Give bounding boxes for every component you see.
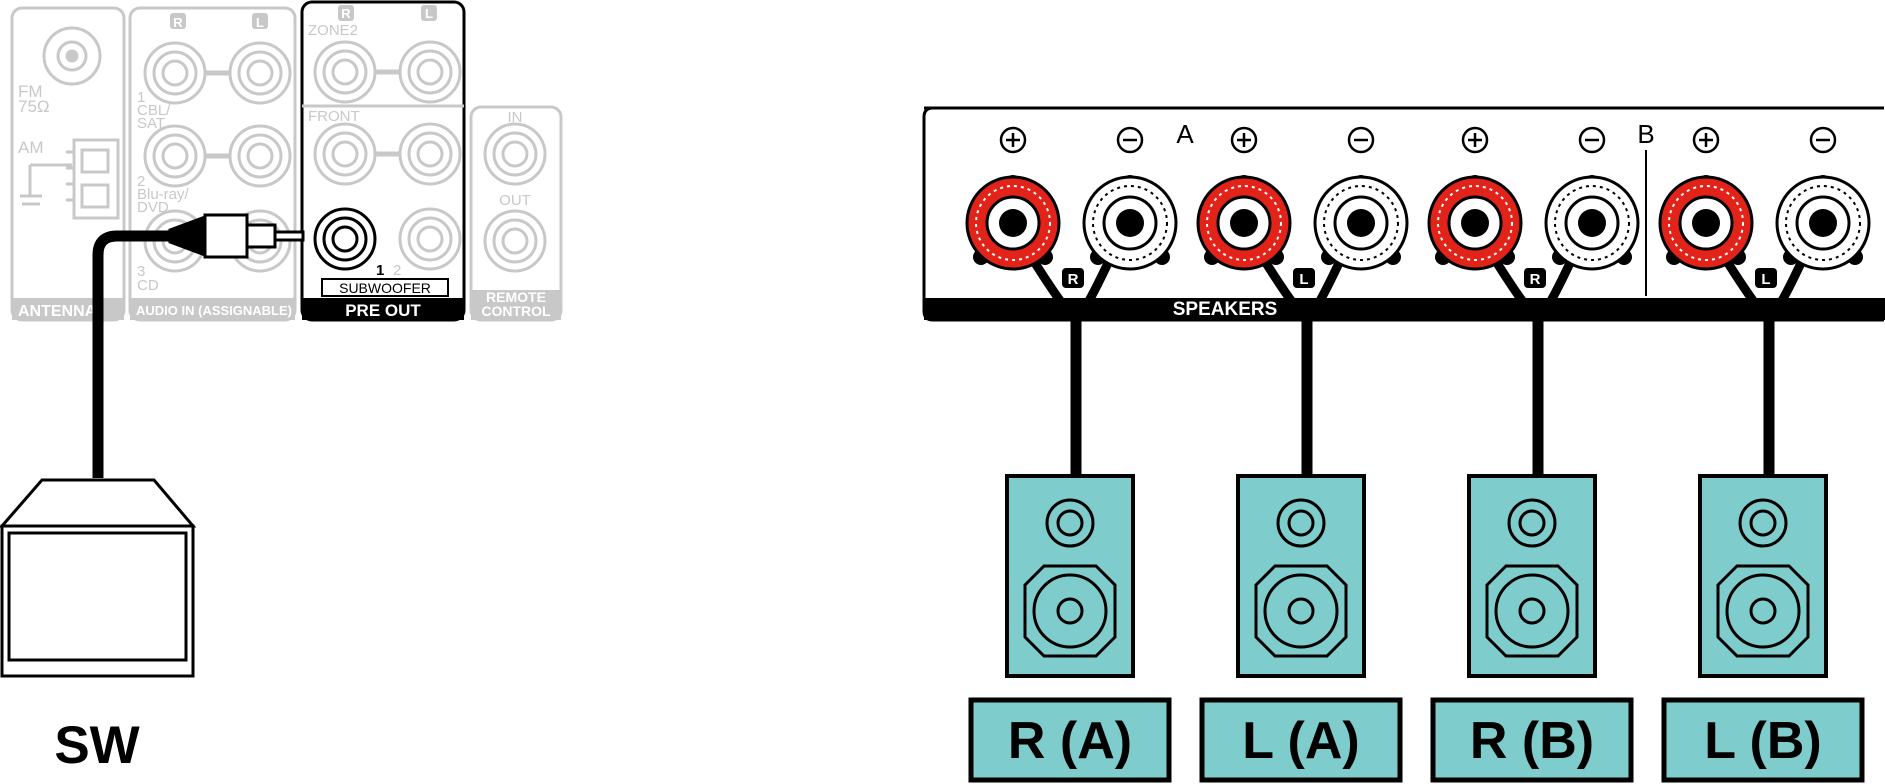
input3-name: CD	[137, 277, 159, 294]
plus-icon	[1461, 126, 1489, 154]
rca-plug	[168, 213, 305, 259]
subwoofer-jack-1[interactable]	[313, 207, 377, 271]
group-b-label: B	[1637, 119, 1654, 149]
channel-badge	[1524, 268, 1546, 288]
audio-in-section	[128, 6, 297, 322]
terminal-pair: L	[1658, 126, 1871, 478]
minus-icon	[1347, 126, 1375, 154]
input2-line2: DVD	[137, 199, 169, 216]
input2-num: 2	[137, 173, 145, 190]
speaker: R (B)	[1430, 474, 1634, 783]
pre-out-ch-r: R	[341, 6, 351, 21]
am-terminal	[20, 138, 120, 220]
speaker-label: R (A)	[1008, 712, 1132, 770]
plus-icon	[999, 126, 1027, 154]
channel-badge-label: L	[1761, 271, 1770, 288]
negative-terminal[interactable]	[1313, 175, 1409, 271]
subwoofer-label: SUBWOOFER	[339, 280, 431, 296]
subwoofer-speaker	[0, 478, 197, 678]
receiver-rear-panel: FM 75Ω AM ANTENNA R L 1 CBL/ SAT 2 Blu-	[10, 0, 563, 322]
plus-icon	[1230, 126, 1258, 154]
speaker-label-box	[1199, 697, 1403, 783]
audio-in-ch-r: R	[173, 15, 183, 30]
positive-terminal[interactable]	[1658, 175, 1754, 271]
antenna-section-label: ANTENNA	[18, 303, 97, 320]
group-a-label: A	[1176, 119, 1194, 149]
remote-out-label: OUT	[499, 192, 531, 209]
minus-icon	[1578, 126, 1606, 154]
antenna-section	[10, 6, 126, 322]
speaker-label-box	[968, 697, 1172, 783]
terminal-pair: R	[965, 126, 1178, 478]
channel-badge	[1755, 268, 1777, 288]
am-label: AM	[18, 138, 44, 157]
speaker-label: R (B)	[1470, 712, 1594, 770]
minus-icon	[1809, 126, 1837, 154]
sw-label: SW	[54, 716, 139, 775]
speaker: L (A)	[1199, 474, 1403, 783]
channel-badge	[1293, 268, 1315, 288]
input2-line1: Blu-ray/	[137, 186, 190, 203]
speaker-label-box	[1661, 697, 1865, 783]
input1-num: 1	[137, 89, 145, 106]
fm-label: FM	[18, 82, 43, 101]
speaker-label: L (B)	[1704, 712, 1821, 770]
pre-out-ch-l: L	[425, 6, 433, 21]
speaker-label: L (A)	[1242, 712, 1359, 770]
channel-badge	[1062, 268, 1084, 288]
front-jacks	[313, 122, 462, 186]
input1-line2: SAT	[137, 115, 165, 132]
pre-out-section	[300, 0, 466, 322]
pre-out-section-label: PRE OUT	[345, 301, 421, 320]
input3-num: 3	[137, 263, 145, 280]
positive-terminal[interactable]	[1427, 175, 1523, 271]
fm-jack	[42, 26, 102, 86]
negative-terminal[interactable]	[1082, 175, 1178, 271]
speaker-row: R (A) L (A) R (B) L (B)	[968, 474, 1865, 783]
terminal-pair: L	[1196, 126, 1409, 478]
remote-section-label-1: REMOTE	[486, 289, 546, 305]
subwoofer-jack-2	[398, 207, 462, 271]
speaker: R (A)	[968, 474, 1172, 783]
remote-in-label: IN	[508, 109, 523, 126]
speaker: L (B)	[1661, 474, 1865, 783]
audio-in-section-label: AUDIO IN (ASSIGNABLE)	[136, 303, 292, 318]
plus-icon	[1692, 126, 1720, 154]
subwoofer-label-box	[321, 278, 449, 297]
input1-line1: CBL/	[137, 102, 171, 119]
channel-badge-label: L	[1299, 271, 1308, 288]
remote-section	[469, 105, 563, 322]
negative-terminal[interactable]	[1544, 175, 1640, 271]
zone2-jacks	[313, 40, 462, 104]
speakers-section-label: SPEAKERS	[1173, 299, 1278, 320]
minus-icon	[1116, 126, 1144, 154]
positive-terminal[interactable]	[1196, 175, 1292, 271]
subwoofer-cable	[92, 213, 305, 478]
audio-in-ch-l: L	[256, 15, 264, 30]
channel-badge-label: R	[1530, 271, 1541, 288]
fm-ohm-label: 75Ω	[18, 97, 50, 116]
speaker-label-box	[1430, 697, 1634, 783]
channel-badge-label: R	[1068, 271, 1079, 288]
remote-section-label-2: CONTROL	[481, 303, 551, 319]
front-label: FRONT	[308, 108, 360, 125]
positive-terminal[interactable]	[965, 175, 1061, 271]
negative-terminal[interactable]	[1775, 175, 1871, 271]
terminal-pair: R	[1427, 126, 1640, 478]
subwoofer-num-2: 2	[393, 262, 401, 279]
zone2-label: ZONE2	[308, 22, 358, 39]
subwoofer-num-1: 1	[376, 262, 384, 279]
